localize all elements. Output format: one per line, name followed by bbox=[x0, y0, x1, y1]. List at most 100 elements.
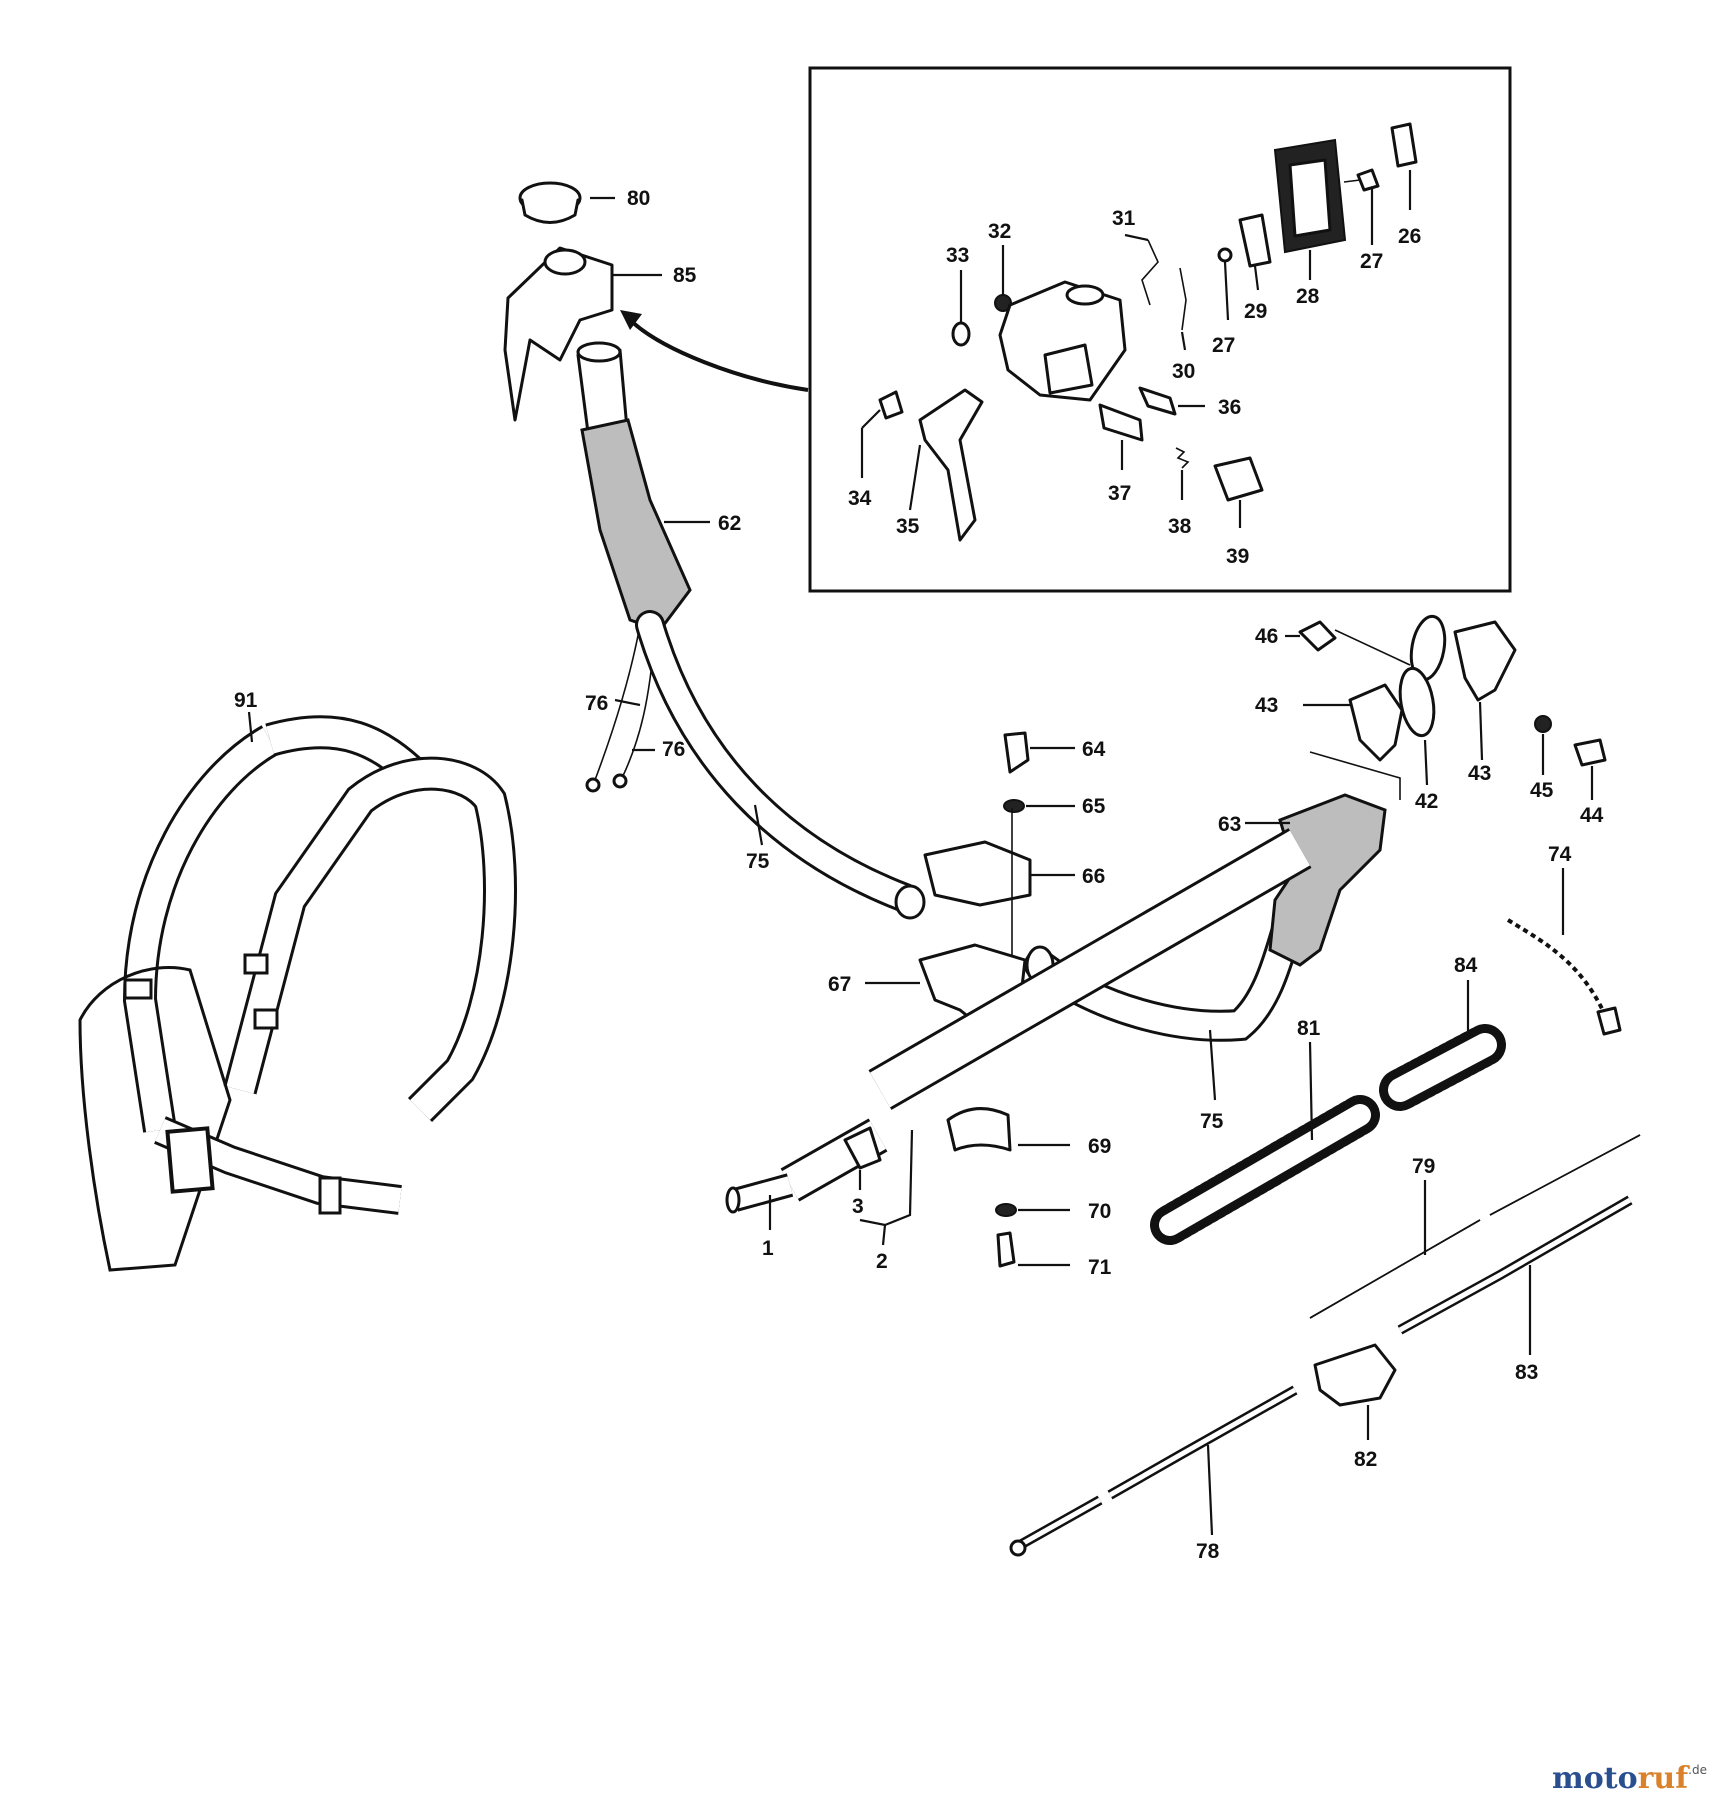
label-67: 67 bbox=[828, 973, 851, 996]
label-70: 70 bbox=[1088, 1200, 1111, 1223]
label-66: 66 bbox=[1082, 865, 1105, 888]
part-31 bbox=[1141, 239, 1159, 306]
label-1: 1 bbox=[762, 1237, 774, 1260]
part-43-left bbox=[1348, 683, 1404, 762]
label-33: 33 bbox=[946, 244, 969, 267]
assembly-arrow bbox=[626, 316, 809, 392]
leader-75b bbox=[1208, 1029, 1217, 1101]
assembly-arrowhead bbox=[620, 310, 642, 330]
part-36 bbox=[1138, 386, 1177, 416]
part-26 bbox=[1390, 122, 1418, 168]
label-46: 46 bbox=[1255, 625, 1278, 648]
label-71: 71 bbox=[1088, 1256, 1112, 1279]
inset-frame bbox=[808, 66, 1512, 593]
leader-2 bbox=[859, 1129, 914, 1227]
leader-91 bbox=[247, 711, 254, 743]
part-75-upper bbox=[635, 610, 920, 913]
part-3 bbox=[843, 1126, 882, 1170]
part-38 bbox=[1175, 447, 1190, 469]
label-84: 84 bbox=[1454, 954, 1478, 977]
leader-27b bbox=[1223, 261, 1230, 321]
label-44: 44 bbox=[1580, 804, 1604, 827]
part-34 bbox=[878, 390, 904, 420]
part-70 bbox=[995, 1203, 1017, 1217]
leader-43b bbox=[1478, 701, 1484, 761]
label-74: 74 bbox=[1548, 843, 1572, 866]
label-80: 80 bbox=[627, 187, 650, 210]
part-33 bbox=[951, 321, 971, 347]
part-91-harness bbox=[78, 711, 517, 1272]
label-76a: 76 bbox=[585, 692, 608, 715]
label-30: 30 bbox=[1172, 360, 1195, 383]
label-43a: 43 bbox=[1255, 694, 1278, 717]
leader-34b bbox=[861, 409, 881, 429]
label-91: 91 bbox=[234, 689, 258, 712]
label-64: 64 bbox=[1082, 738, 1106, 761]
throttle-fittings bbox=[1285, 614, 1607, 800]
label-39: 39 bbox=[1226, 545, 1249, 568]
part-46 bbox=[1298, 620, 1337, 652]
label-82: 82 bbox=[1354, 1448, 1377, 1471]
harness-back-pad bbox=[78, 965, 232, 1272]
label-27a: 27 bbox=[1360, 250, 1383, 273]
label-85: 85 bbox=[673, 264, 697, 287]
harness-buckle bbox=[165, 1126, 215, 1194]
part-30 bbox=[1179, 267, 1187, 331]
label-76b: 76 bbox=[662, 738, 685, 761]
part-69 bbox=[946, 1107, 1012, 1152]
label-3: 3 bbox=[852, 1195, 864, 1218]
leader-29 bbox=[1253, 265, 1260, 291]
label-78: 78 bbox=[1196, 1540, 1220, 1563]
label-36: 36 bbox=[1218, 396, 1241, 419]
label-69: 69 bbox=[1088, 1135, 1111, 1158]
label-37: 37 bbox=[1108, 482, 1131, 505]
label-42: 42 bbox=[1415, 790, 1438, 813]
callout-labels: 80 85 62 76 76 75 75 91 64 65 66 67 63 4… bbox=[234, 187, 1604, 1563]
label-83: 83 bbox=[1515, 1361, 1538, 1384]
label-43b: 43 bbox=[1468, 762, 1491, 785]
leader-81 bbox=[1308, 1041, 1314, 1141]
label-28: 28 bbox=[1296, 285, 1320, 308]
part-65 bbox=[1003, 799, 1025, 813]
label-62: 62 bbox=[718, 512, 741, 535]
label-65: 65 bbox=[1082, 795, 1106, 818]
part-43-right bbox=[1453, 620, 1517, 702]
part-71 bbox=[996, 1231, 1016, 1268]
part-82 bbox=[1313, 1343, 1397, 1407]
label-75b: 75 bbox=[1200, 1110, 1224, 1133]
leader-75a bbox=[753, 804, 764, 846]
part-85 bbox=[503, 246, 614, 422]
part-29 bbox=[1238, 213, 1272, 268]
part-74 bbox=[1506, 918, 1607, 1016]
label-31: 31 bbox=[1112, 207, 1136, 230]
label-63: 63 bbox=[1218, 813, 1241, 836]
label-79: 79 bbox=[1412, 1155, 1435, 1178]
leader-78 bbox=[1206, 1444, 1214, 1536]
leader-76a bbox=[614, 698, 641, 707]
label-27b: 27 bbox=[1212, 334, 1235, 357]
part-27-lower bbox=[1217, 247, 1233, 263]
part-66 bbox=[923, 840, 1032, 907]
cables bbox=[1009, 1134, 1641, 1557]
label-2: 2 bbox=[876, 1250, 888, 1273]
upper-handle bbox=[503, 181, 926, 920]
inset-throttle-assembly bbox=[808, 66, 1512, 593]
leader-30 bbox=[1180, 331, 1187, 351]
part-62 bbox=[580, 418, 692, 632]
lower-handle bbox=[1024, 793, 1387, 1101]
leader-42 bbox=[1423, 739, 1429, 786]
label-45: 45 bbox=[1530, 779, 1554, 802]
label-34: 34 bbox=[848, 487, 872, 510]
part-45 bbox=[1534, 715, 1552, 733]
wires-76 bbox=[594, 624, 641, 781]
label-26: 26 bbox=[1398, 225, 1421, 248]
label-29: 29 bbox=[1244, 300, 1267, 323]
part-39 bbox=[1213, 456, 1264, 502]
part-63 bbox=[1268, 793, 1387, 967]
watermark-logo: motoruf.de bbox=[1552, 1761, 1707, 1796]
part-64 bbox=[1003, 731, 1030, 774]
part-44 bbox=[1573, 738, 1607, 767]
part-35 bbox=[918, 388, 984, 542]
label-32: 32 bbox=[988, 220, 1011, 243]
